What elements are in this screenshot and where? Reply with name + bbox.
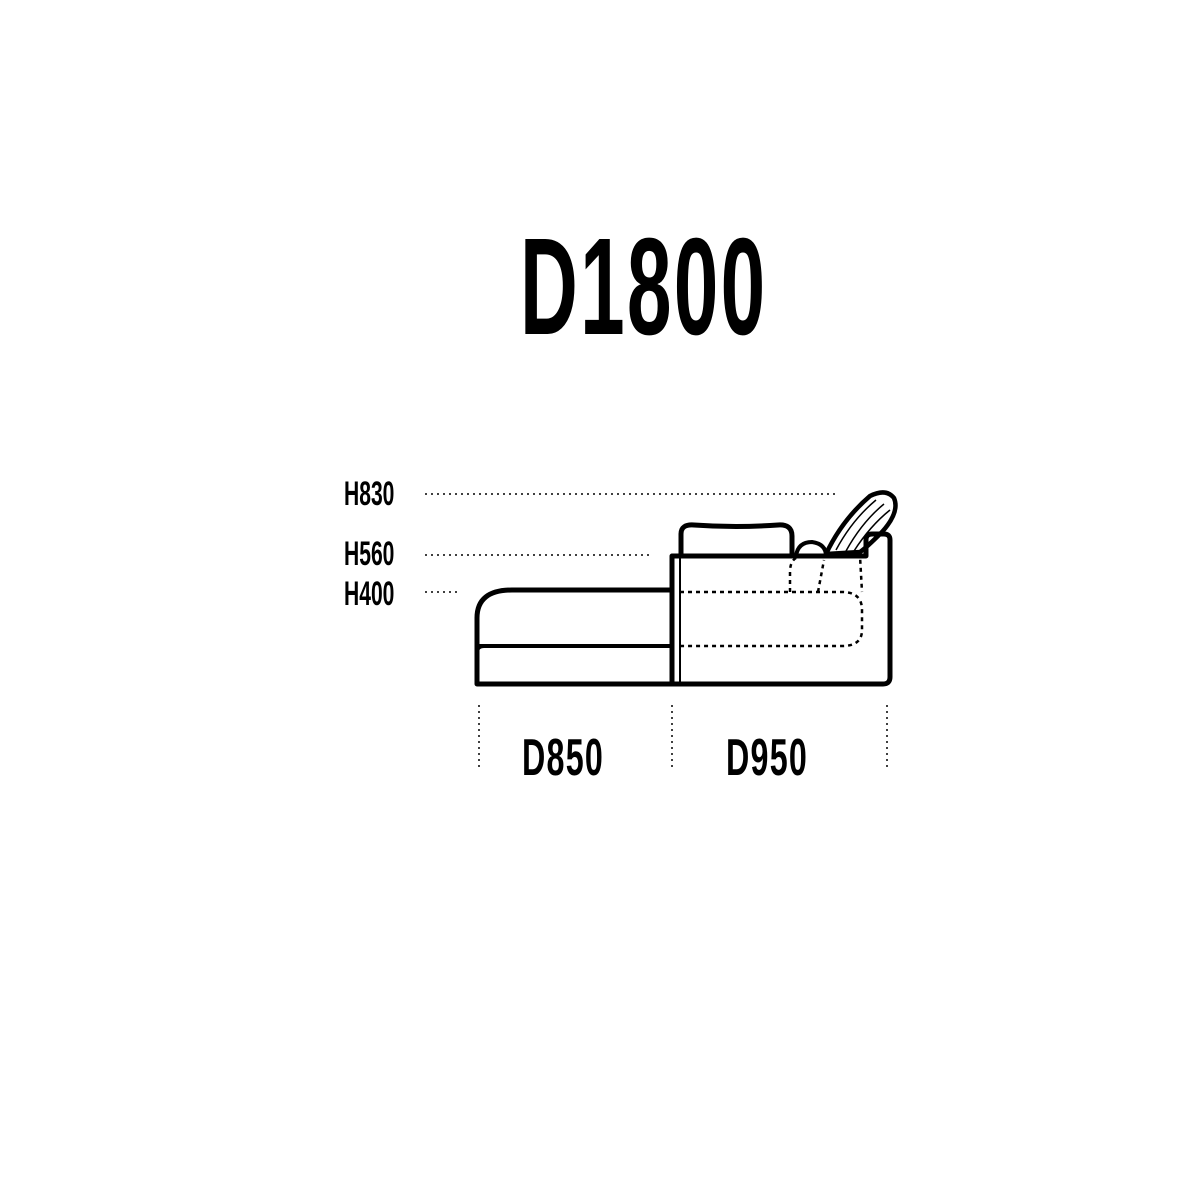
depth-label-950: D950 — [726, 729, 809, 787]
chaise-module — [474, 587, 675, 687]
seat-module — [669, 531, 893, 687]
depth-label-850: D850 — [522, 729, 605, 787]
small-cushion — [794, 539, 828, 557]
height-label-830: H830 — [344, 475, 395, 513]
height-label-400: H400 — [344, 575, 395, 613]
back-cushion — [678, 522, 795, 556]
height-label-560: H560 — [344, 535, 395, 573]
headrest — [823, 490, 898, 557]
